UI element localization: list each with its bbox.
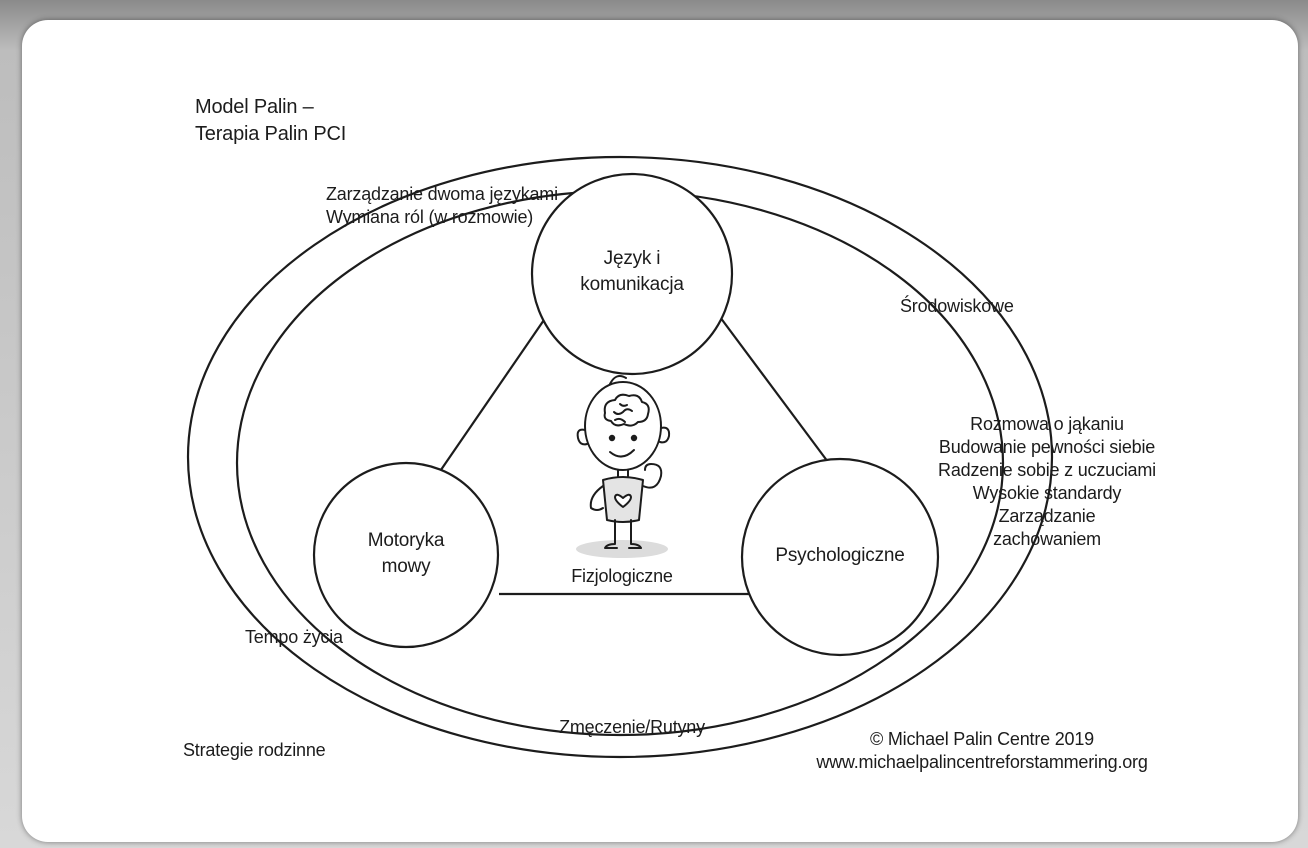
fatigue-label: Zmęczenie/Rutyny [559, 717, 705, 737]
title-line-1: Model Palin – [195, 96, 314, 118]
diagram-card: Model Palin – Terapia Palin PCI Zarządza… [22, 20, 1298, 842]
node-language [530, 172, 734, 376]
thinking-child-icon [576, 375, 671, 558]
node-language-label: Język i komunikacja [542, 246, 722, 298]
psych-notes: Rozmowa o jąkaniu Budowanie pewności sie… [932, 413, 1162, 551]
title-line-2: Terapia Palin PCI [195, 123, 347, 145]
node-language-line-2: komunikacja [580, 274, 684, 295]
language-note-1: Zarządzanie dwoma językami [326, 184, 558, 204]
outer-ring [186, 155, 1054, 759]
copyright-url: www.michaelpalincentreforstammering.org [816, 752, 1148, 772]
node-motor-line-2: mowy [381, 556, 431, 577]
heart-icon [614, 493, 632, 508]
link-language-motor [433, 316, 547, 481]
copyright-line-1: © Michael Palin Centre 2019 [870, 729, 1094, 749]
psych-note-4: Wysokie standardy [972, 483, 1122, 503]
psych-note-3: Radzenie sobie z uczuciami [938, 460, 1156, 480]
node-motor-line-1: Motoryka [367, 530, 445, 551]
psych-note-2: Budowanie pewności siebie [938, 437, 1156, 457]
palin-model-diagram [186, 155, 1054, 759]
psych-note-5: Zarządzanie [998, 506, 1096, 526]
link-language-psych [719, 316, 829, 463]
center-label: Fizjologiczne [571, 566, 673, 586]
tempo-label: Tempo życia [245, 627, 343, 647]
language-notes: Zarządzanie dwoma językami Wymiana ról (… [326, 183, 558, 229]
node-psych [740, 457, 940, 657]
language-note-2: Wymiana ról (w rozmowie) [326, 207, 534, 227]
psych-note-1: Rozmowa o jąkaniu [970, 414, 1124, 434]
psych-note-6: zachowaniem [993, 529, 1101, 549]
node-language-line-1: Język i [603, 248, 661, 269]
diagram-title: Model Palin – Terapia Palin PCI [195, 94, 346, 148]
node-motor-label: Motoryka mowy [326, 528, 486, 580]
family-strategies-label: Strategie rodzinne [183, 740, 326, 760]
copyright-block: © Michael Palin Centre 2019 www.michaelp… [812, 728, 1152, 774]
node-motor [312, 461, 500, 649]
brain-icon [603, 393, 650, 427]
environment-label: Środowiskowe [900, 296, 1014, 316]
node-psych-label: Psychologiczne [775, 545, 905, 566]
